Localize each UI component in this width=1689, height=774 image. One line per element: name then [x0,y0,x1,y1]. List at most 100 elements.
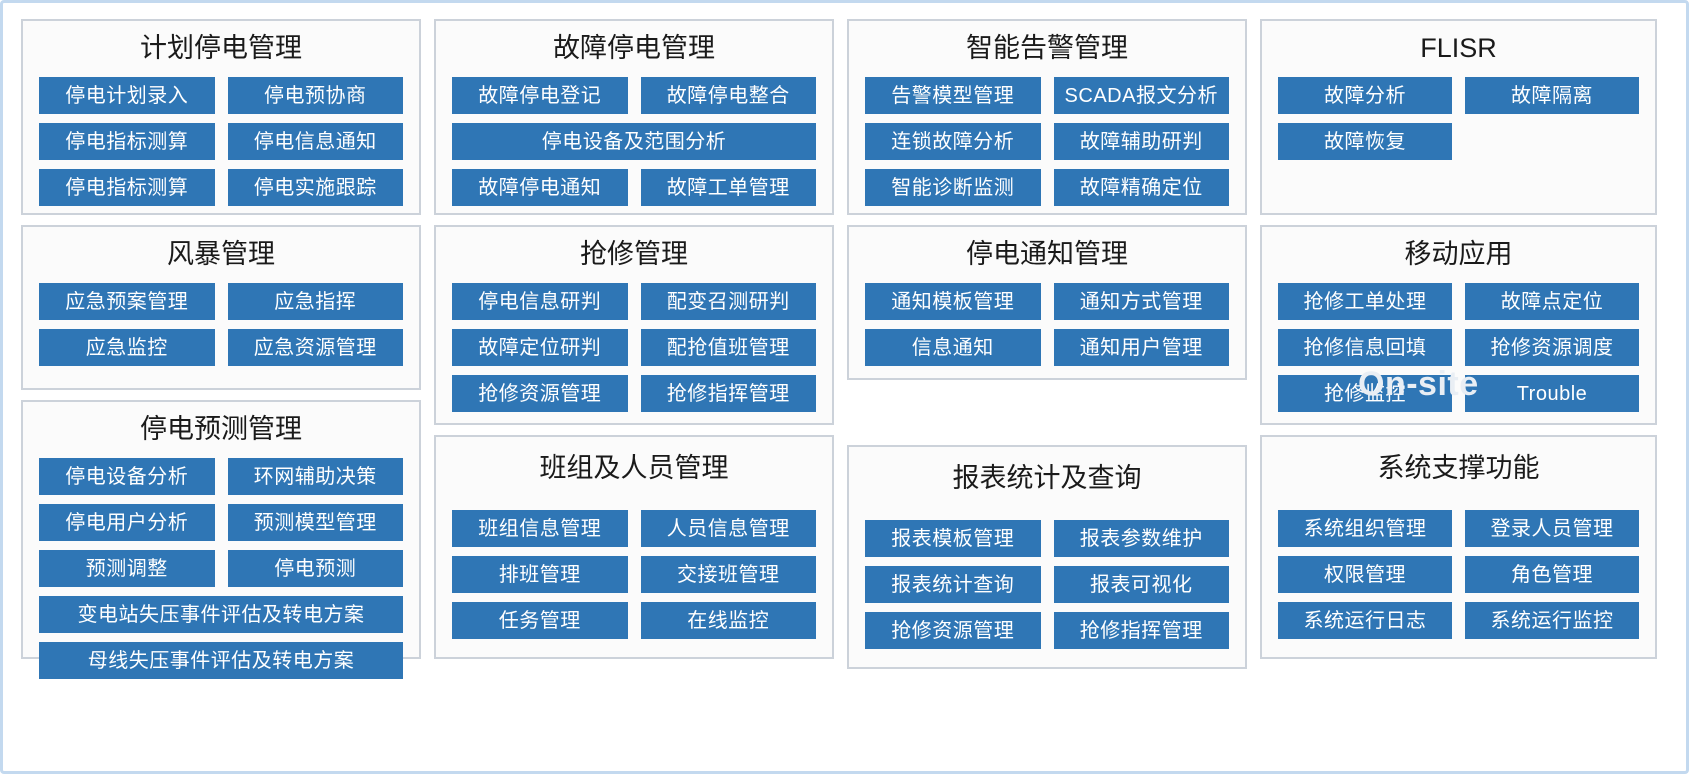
column-1: 计划停电管理 停电计划录入 停电预协商 停电指标测算 停电信息通知 停电指标测算… [21,19,421,680]
module-button[interactable]: 信息通知 [865,329,1041,367]
module-button[interactable]: 故障停电通知 [452,169,628,207]
module-button[interactable]: 报表参数维护 [1053,520,1229,558]
module-button[interactable]: 预测模型管理 [227,504,403,542]
module-button[interactable]: 故障停电整合 [640,77,816,115]
module-button[interactable]: SCADA报文分析 [1053,77,1229,115]
button-row: 停电用户分析 预测模型管理 [39,504,403,542]
module-button[interactable]: 故障点定位 [1465,283,1639,321]
module-button[interactable]: 抢修工单处理 [1278,283,1452,321]
button-row: 排班管理 交接班管理 [452,556,816,594]
module-button[interactable]: 抢修资源管理 [452,375,628,413]
button-row: 停电指标测算 停电实施跟踪 [39,169,403,207]
button-row: 报表统计查询 报表可视化 [865,566,1229,604]
card-buttons: 故障分析 故障隔离 故障恢复 [1278,77,1639,161]
card-planned-outage-management: 计划停电管理 停电计划录入 停电预协商 停电指标测算 停电信息通知 停电指标测算… [21,19,421,215]
module-button[interactable]: 系统运行日志 [1278,602,1452,640]
column-4: FLISR 故障分析 故障隔离 故障恢复 移动应用 抢修工单处理 [1260,19,1657,669]
button-row: 权限管理 角色管理 [1278,556,1639,594]
module-button[interactable]: 停电设备及范围分析 [452,123,816,161]
module-button[interactable]: 连锁故障分析 [865,123,1041,161]
card-title: 班组及人员管理 [539,453,729,483]
module-button[interactable]: 预测调整 [39,550,215,588]
module-button[interactable]: Trouble [1465,375,1639,413]
card-buttons: 系统组织管理 登录人员管理 权限管理 角色管理 系统运行日志 系统运行监控 [1278,510,1639,640]
module-button[interactable]: 故障恢复 [1278,123,1452,161]
module-button[interactable]: 停电用户分析 [39,504,215,542]
card-mobile-application: 移动应用 抢修工单处理 故障点定位 抢修信息回填 抢修资源调度 抢修监控 Tro… [1260,225,1657,425]
module-button[interactable]: 故障精确定位 [1053,169,1229,207]
module-button[interactable]: 配变召测研判 [640,283,816,321]
card-flisr: FLISR 故障分析 故障隔离 故障恢复 [1260,19,1657,215]
button-row: 抢修工单处理 故障点定位 [1278,283,1639,321]
module-button-placeholder [1465,123,1639,160]
module-button[interactable]: 应急预案管理 [39,283,215,321]
module-button[interactable]: 通知模板管理 [865,283,1041,321]
module-button[interactable]: 人员信息管理 [640,510,816,548]
module-button[interactable]: 停电计划录入 [39,77,215,115]
card-title: 系统支撑功能 [1377,453,1540,483]
module-button[interactable]: 故障隔离 [1465,77,1639,115]
module-button[interactable]: 抢修信息回填 [1278,329,1452,367]
module-button[interactable]: 停电指标测算 [39,169,215,207]
module-button[interactable]: 排班管理 [452,556,628,594]
module-button[interactable]: 故障工单管理 [640,169,816,207]
module-button[interactable]: 环网辅助决策 [227,458,403,496]
module-button[interactable]: 告警模型管理 [865,77,1041,115]
module-button[interactable]: 角色管理 [1465,556,1639,594]
module-button[interactable]: 应急监控 [39,329,215,367]
card-fault-outage-management: 故障停电管理 故障停电登记 故障停电整合 停电设备及范围分析 故障停电通知 故障… [434,19,834,215]
module-button[interactable]: 抢修指挥管理 [1053,612,1229,650]
button-row: 抢修监控 Trouble [1278,375,1639,413]
module-button[interactable]: 停电设备分析 [39,458,215,496]
card-outage-forecast-management: 停电预测管理 停电设备分析 环网辅助决策 停电用户分析 预测模型管理 预测调整 … [21,400,421,680]
module-button[interactable]: 停电指标测算 [39,123,215,161]
module-button[interactable]: 应急资源管理 [227,329,403,367]
module-button[interactable]: 任务管理 [452,602,628,640]
module-button[interactable]: 交接班管理 [640,556,816,594]
column-2: 故障停电管理 故障停电登记 故障停电整合 停电设备及范围分析 故障停电通知 故障… [434,19,834,669]
module-button[interactable]: 报表可视化 [1053,566,1229,604]
module-button[interactable]: 故障分析 [1278,77,1452,115]
card-title: 故障停电管理 [553,33,715,63]
module-button[interactable]: 停电信息通知 [227,123,403,161]
module-button[interactable]: 抢修指挥管理 [640,375,816,413]
module-button[interactable]: 变电站失压事件评估及转电方案 [39,596,403,634]
module-button[interactable]: 系统组织管理 [1278,510,1452,548]
card-title: 抢修管理 [580,239,688,269]
button-row: 应急预案管理 应急指挥 [39,283,403,321]
button-row: 抢修资源管理 抢修指挥管理 [452,375,816,413]
module-button[interactable]: 故障停电登记 [452,77,628,115]
button-row: 停电信息研判 配变召测研判 [452,283,816,321]
module-button[interactable]: 班组信息管理 [452,510,628,548]
module-button[interactable]: 母线失压事件评估及转电方案 [39,642,403,680]
card-report-statistics-and-query: 报表统计及查询 报表模板管理 报表参数维护 报表统计查询 报表可视化 抢修资源管… [847,445,1247,669]
module-button[interactable]: 配抢值班管理 [640,329,816,367]
button-row: 故障恢复 [1278,123,1639,161]
module-button[interactable]: 在线监控 [640,602,816,640]
layout-spacer [847,390,1247,435]
button-row: 应急监控 应急资源管理 [39,329,403,367]
module-button[interactable]: 应急指挥 [227,283,403,321]
button-row: 停电设备分析 环网辅助决策 [39,458,403,496]
module-button[interactable]: 系统运行监控 [1465,602,1639,640]
module-button[interactable]: 故障定位研判 [452,329,628,367]
module-button[interactable]: 停电实施跟踪 [227,169,403,207]
card-outage-notification-management: 停电通知管理 通知模板管理 通知方式管理 信息通知 通知用户管理 [847,225,1247,380]
module-button[interactable]: 停电信息研判 [452,283,628,321]
module-button[interactable]: 智能诊断监测 [865,169,1041,207]
button-row: 抢修信息回填 抢修资源调度 [1278,329,1639,367]
card-title: 风暴管理 [167,239,275,269]
module-button[interactable]: 抢修资源调度 [1465,329,1639,367]
module-button[interactable]: 停电预协商 [227,77,403,115]
module-button[interactable]: 抢修监控 [1278,375,1452,413]
module-button[interactable]: 报表模板管理 [865,520,1041,558]
card-buttons: 故障停电登记 故障停电整合 停电设备及范围分析 故障停电通知 故障工单管理 [452,77,816,207]
module-button[interactable]: 停电预测 [227,550,403,588]
module-button[interactable]: 通知用户管理 [1053,329,1229,367]
module-button[interactable]: 报表统计查询 [865,566,1041,604]
module-button[interactable]: 抢修资源管理 [865,612,1041,650]
module-button[interactable]: 通知方式管理 [1053,283,1229,321]
module-button[interactable]: 故障辅助研判 [1053,123,1229,161]
module-button[interactable]: 权限管理 [1278,556,1452,594]
module-button[interactable]: 登录人员管理 [1465,510,1639,548]
